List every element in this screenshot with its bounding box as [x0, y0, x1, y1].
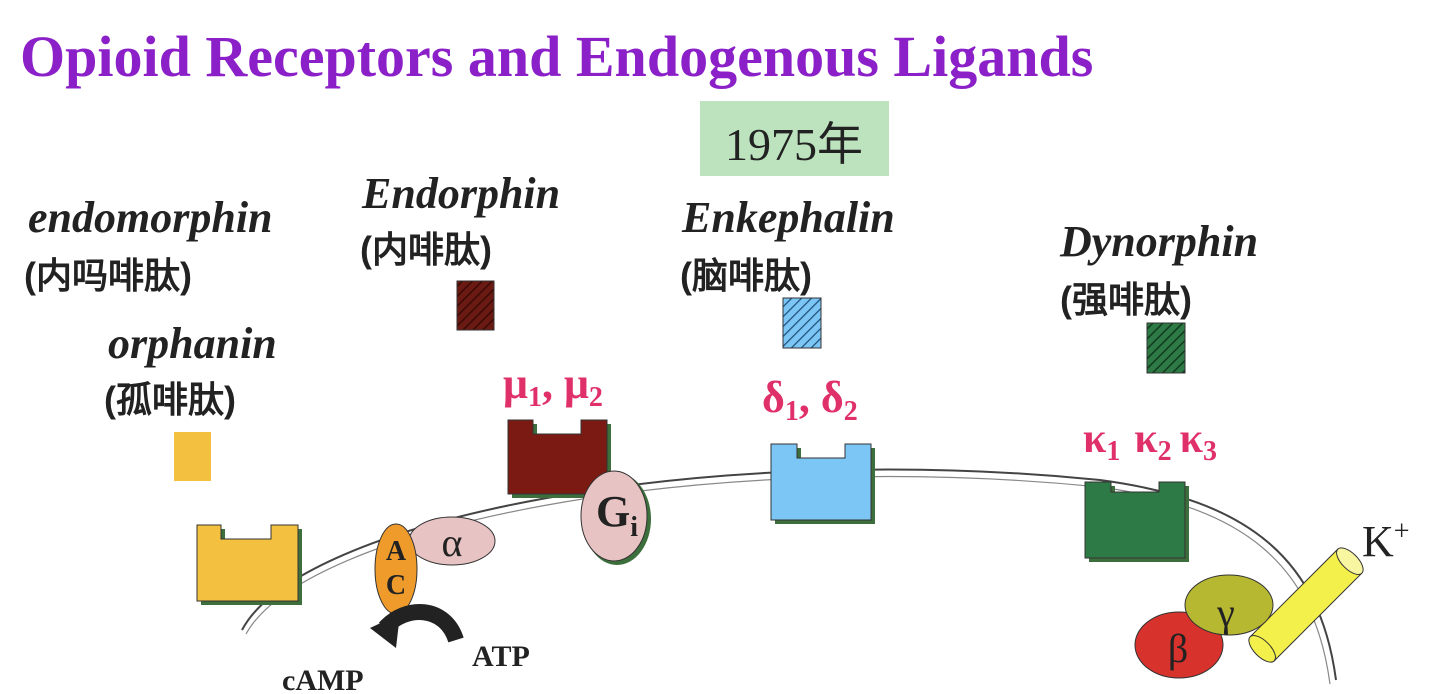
alpha-subunit: α [408, 516, 496, 566]
ligand-orphanin-cn: (孤啡肽) [104, 379, 236, 420]
enkephalin-ligand-block [782, 297, 822, 349]
mu-receptor [507, 419, 611, 498]
dynorphin-ligand-block [1146, 322, 1186, 374]
ligand-enkephalin-name: Enkephalin [681, 193, 895, 242]
adenylyl-cyclase: A C [374, 523, 418, 615]
gamma-subunit: γ [1184, 574, 1274, 636]
ac-label-top: A [386, 536, 407, 567]
year-badge-text: 1975年 [725, 119, 863, 170]
kappa-receptor [1084, 481, 1189, 562]
ligand-orphanin-name: orphanin [108, 319, 277, 368]
orphanin-ligand-block [174, 432, 211, 481]
delta-receptor [770, 443, 875, 524]
ligand-endorphin-name: Endorphin [361, 169, 560, 218]
gi-protein: Gi [580, 470, 651, 565]
page-title: Opioid Receptors and Endogenous Ligands [20, 24, 1093, 89]
alpha-label: α [442, 520, 463, 565]
ligand-enkephalin-cn: (脑啡肽) [680, 255, 812, 296]
gamma-label: γ [1216, 590, 1235, 635]
potassium-label: K+ [1362, 516, 1410, 566]
ligand-endomorphin-name: endomorphin [28, 193, 273, 242]
ligand-endorphin-cn: (内啡肽) [360, 229, 492, 270]
atp-label: ATP [472, 640, 530, 673]
orphanin-receptor [196, 524, 302, 605]
potassium-channel [1248, 547, 1364, 663]
delta-receptor-label: δ1, δ2 [762, 373, 858, 427]
cell-membrane-inner [245, 475, 1331, 685]
camp-label: cAMP [282, 664, 364, 694]
ligand-endomorphin-cn: (内吗啡肽) [24, 255, 192, 296]
gi-label: Gi [596, 487, 638, 543]
mu-receptor-label: μ1, μ2 [503, 359, 603, 413]
year-badge: 1975年 [700, 101, 889, 176]
ligand-dynorphin-name: Dynorphin [1059, 217, 1258, 266]
cell-membrane-outer [241, 468, 1337, 681]
beta-label: β [1168, 626, 1188, 671]
endorphin-ligand-block [456, 280, 495, 331]
ac-label-bottom: C [386, 570, 406, 601]
ligand-dynorphin-cn: (强啡肽) [1060, 279, 1192, 320]
atp-camp-arrow [370, 604, 464, 648]
